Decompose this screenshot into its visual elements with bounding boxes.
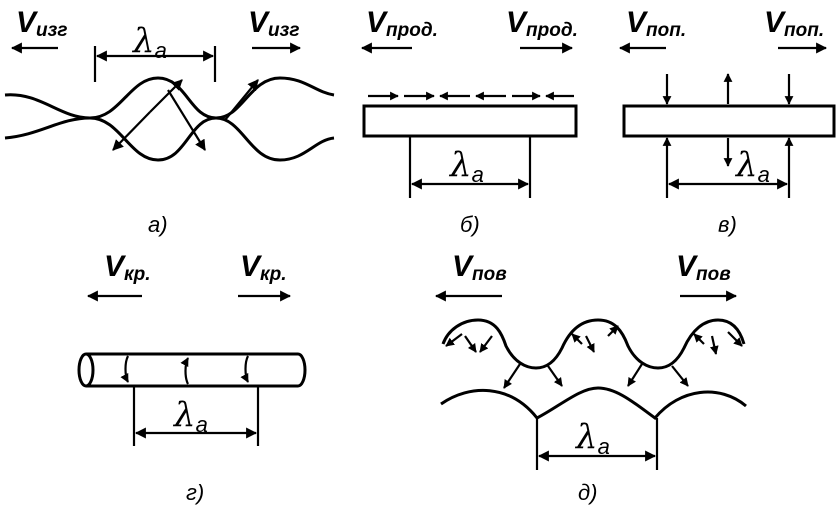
panel-d-particle-arrow [607,325,619,337]
panel-d-lower-wave-line [440,386,747,421]
panel-b-wavelength-label: λa [448,145,484,187]
panel-v-caption: в) [718,212,737,237]
panel-d-particle-arrow [547,365,563,387]
panel-a-lower-wave [4,116,335,162]
panel-g-torsion-arrow [240,355,250,383]
panel-v-velocity-left-label: Vпоп. [626,6,686,41]
panel-a-caption: а) [148,212,168,237]
panel-b-longitudinal-wave: Vпрод. Vпрод. λa б) [360,6,578,237]
panel-b-velocity-right-label: Vпрод. [506,6,578,41]
panel-g-velocity-left-label: Vкр. [104,250,151,285]
panel-d-surface-wave-line [441,318,746,370]
panel-d-particle-arrow [727,331,743,347]
panel-d-particle-arrow [709,335,719,355]
panel-g-torsional-wave: Vкр. Vкр. λa г) [77,250,307,505]
panel-d-surface-wave: Vпов Vпов λa д) [434,250,747,505]
panel-b-bar [362,104,578,138]
panel-v-transverse-wave: Vпоп. Vпоп. λa в) [618,6,836,237]
panel-d-particle-arrow [479,335,493,353]
panel-d-velocity-left-label: Vпов [452,250,507,285]
panel-d-caption: д) [578,480,598,505]
panel-v-bar [622,104,836,138]
panel-d-particle-arrow [571,333,583,345]
panel-d-particle-arrows [445,325,743,389]
panel-v-particle-arrows [662,73,794,170]
panel-d-particle-arrow [464,335,477,353]
panel-d-particle-arrow [585,335,595,353]
panel-g-velocity-right-label: Vкр. [240,250,287,285]
panel-d-particle-arrow [503,363,521,389]
panel-a-wavelength-label: λa [131,21,167,63]
panel-g-rod [77,352,307,388]
panel-v-wavelength-label: λa [734,145,770,187]
panel-d-wavelength-label: λa [574,417,610,459]
panel-b-velocity-left-label: Vпрод. [366,6,438,41]
panel-a-velocity-left-label: Vизг [16,6,67,41]
panel-a-displacement-arrow [149,79,183,113]
panel-d-particle-arrow [627,363,643,387]
panel-v-velocity-right-label: Vпоп. [764,6,824,41]
panel-a-displacement-arrow [112,111,151,151]
panel-b-caption: б) [460,212,480,237]
panel-a-upper-wave [4,76,335,120]
panel-d-particle-arrow [671,365,689,387]
panel-a-velocity-right-label: Vизг [248,6,299,41]
panel-g-wavelength-label: λa [172,395,208,437]
panel-a-bending-wave: Vизг Vизг λa а) [4,6,335,237]
panel-d-particle-arrow [693,333,705,345]
panel-g-torsion-arrow [180,357,190,385]
panel-d-particle-arrow [445,333,463,347]
panel-g-caption: г) [186,480,204,505]
panel-a-displacement-arrow [167,89,206,151]
panel-g-torsion-arrow [120,355,130,383]
panel-a-displacement-arrow [224,79,259,121]
panel-d-velocity-right-label: Vпов [676,250,731,285]
